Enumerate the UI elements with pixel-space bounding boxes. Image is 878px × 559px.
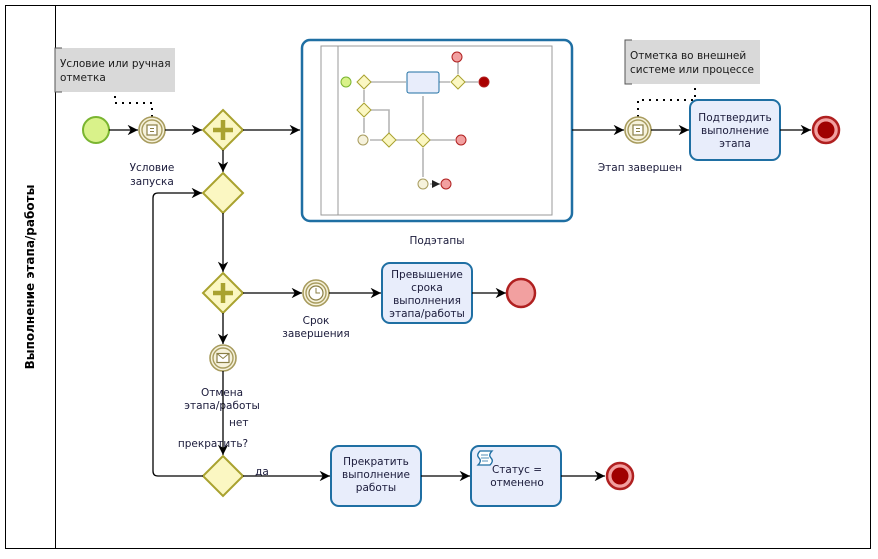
task-label: выполнение [342,469,410,481]
no-label: нет [229,417,248,429]
script-icon [476,450,494,466]
task-label: срока [411,282,443,294]
message-event-cancel[interactable] [209,344,237,372]
timer-event[interactable] [302,279,330,307]
end-event-cancelled[interactable] [605,461,635,491]
event-label: Этап завершен [598,162,682,174]
yes-label: да [255,466,269,478]
conditional-event[interactable] [138,116,166,144]
task-label: отменено [490,477,544,489]
annotation-text: Отметка во внешней [630,50,746,62]
task-label: работы [356,482,396,494]
event-label: Условие [130,162,175,174]
task-label: Прекратить [343,456,409,468]
task-status-cancelled[interactable]: Статус = отменено [470,445,562,507]
condition-icon [632,124,644,136]
end-event-overdue[interactable] [505,277,537,309]
loop-back-flow [152,187,203,477]
task-overdue[interactable]: Превышение срока выполнения этапа/работы [381,262,473,324]
event-label: Срок [303,315,330,327]
stage-done-conditional-event[interactable] [624,116,652,144]
event-label: этапа/работы [184,400,260,412]
annotation-text: системе или процессе [630,64,754,76]
subprocess-substages[interactable] [300,38,574,223]
annotation-external-mark[interactable]: Отметка во внешней системе или процессе [624,39,760,85]
subprocess-thumbnail [340,51,490,189]
association [637,88,696,117]
task-label: этапа [719,138,751,150]
subprocess-label: Подэтапы [409,235,464,247]
task-confirm-stage[interactable]: Подтвердить выполнение этапа [689,99,781,161]
association [114,96,153,117]
end-event-confirmed[interactable] [811,115,841,145]
task-label: Превышение [391,269,463,281]
task-label: этапа/работы [389,308,465,320]
exclusive-gateway-stop[interactable] [201,454,245,498]
task-label: Статус = [492,464,542,476]
annotation-text: Условие или ручная [60,58,171,70]
annotation-text: отметка [60,72,106,84]
lane-label: Выполнение этапа/работы [23,185,37,370]
event-label: завершения [282,328,349,340]
task-label: Подтвердить [698,112,771,124]
event-label: Отмена [201,387,243,399]
task-label: выполнения [393,295,461,307]
gateway-question: прекратить? [178,438,248,450]
task-label: выполнение [701,125,769,137]
start-event[interactable] [82,116,110,144]
task-stop-work[interactable]: Прекратить выполнение работы [330,445,422,507]
condition-icon [146,124,158,136]
event-label: запуска [130,176,174,188]
annotation-start-condition[interactable]: Условие или ручная отметка [54,47,175,93]
